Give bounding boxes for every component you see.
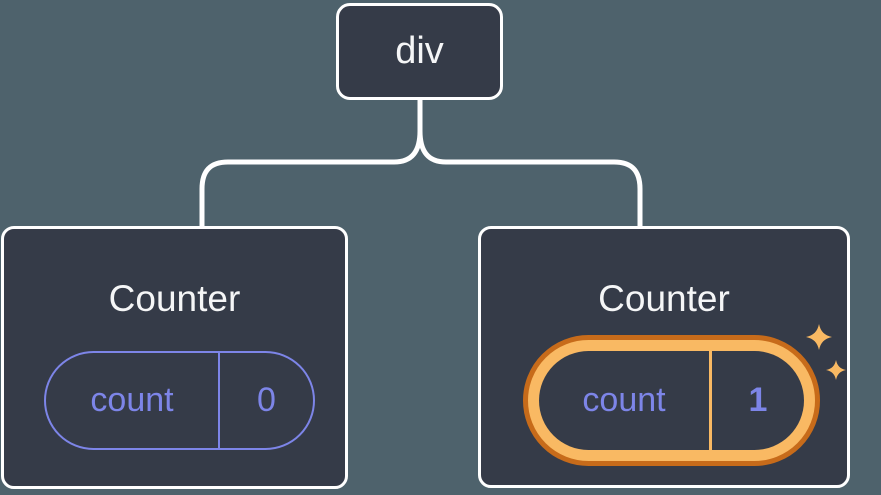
sparkles-icon xyxy=(806,324,846,380)
state-value-label: 1 xyxy=(748,381,768,419)
counter-left-title: Counter xyxy=(108,278,241,319)
counter-right-title: Counter xyxy=(598,278,730,319)
tree-node-counter-left: Counter count 0 xyxy=(1,226,348,489)
counter-right-state-pill: count 1 xyxy=(539,351,804,450)
tree-node-div: div xyxy=(336,3,503,100)
state-key-label: count xyxy=(90,381,174,419)
sparkle-icon-small xyxy=(826,360,846,380)
state-highlight-ring: count 1 xyxy=(523,335,820,466)
connector-right-branch xyxy=(417,128,643,229)
state-key-label: count xyxy=(582,381,666,419)
div-node-label: div xyxy=(395,30,444,72)
connector-left-branch xyxy=(199,128,423,229)
state-pill-divider xyxy=(218,353,220,448)
sparkle-icon-large xyxy=(806,324,832,350)
tree-node-counter-right: Counter count 1 xyxy=(478,226,850,488)
state-value-label: 0 xyxy=(257,381,276,419)
state-pill-divider xyxy=(709,351,712,450)
counter-left-state-pill: count 0 xyxy=(44,351,315,450)
